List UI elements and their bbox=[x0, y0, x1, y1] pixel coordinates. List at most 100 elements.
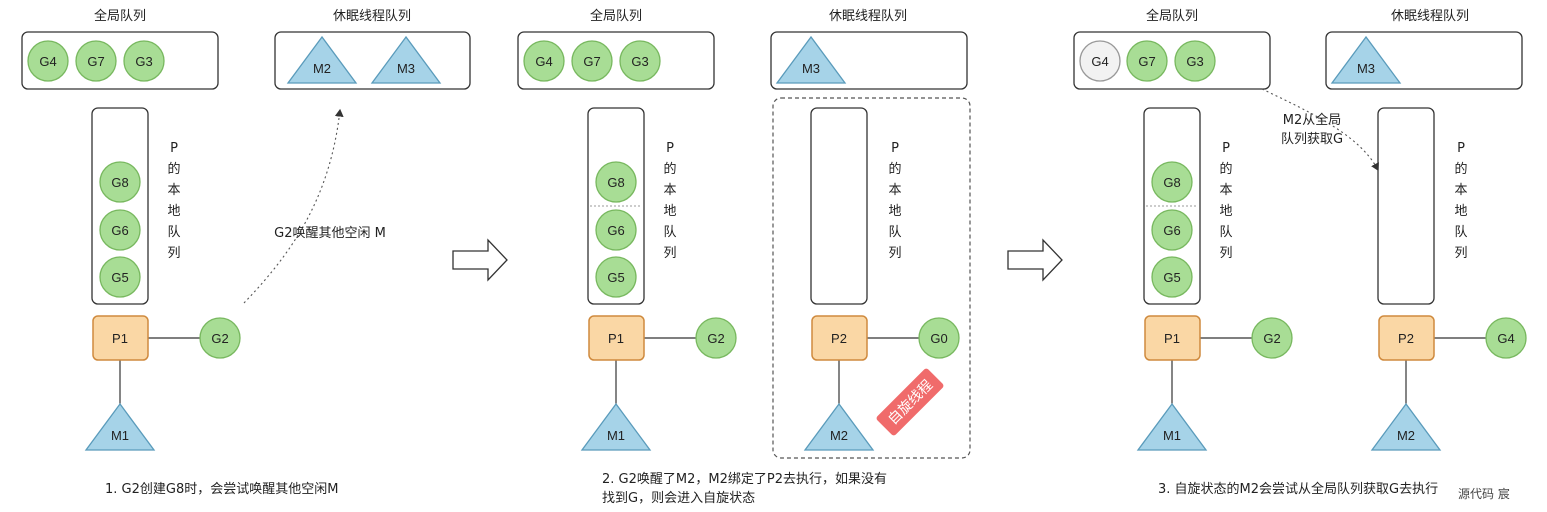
watermark: 源代码 宸 bbox=[1458, 486, 1510, 501]
goroutine-label: G0 bbox=[930, 331, 947, 346]
vertical-char: 队 bbox=[663, 225, 676, 240]
machine-label: M1 bbox=[607, 428, 625, 443]
panel-2: 全局队列 G4 G7 G3 休眠线程队列 M3 G8 G6 G5 P 的 本 地… bbox=[517, 8, 971, 506]
panel-3: 全局队列 G4 G7 G3 休眠线程队列 M3 G8 G6 G5 P 的 本 地… bbox=[1073, 8, 1527, 497]
wake-arrow bbox=[243, 108, 344, 304]
goroutine-label: G6 bbox=[607, 223, 624, 238]
vertical-char: 地 bbox=[888, 204, 901, 219]
vertical-char: P bbox=[170, 141, 178, 156]
goroutine-label: G4 bbox=[535, 54, 552, 69]
goroutine bbox=[571, 40, 613, 82]
p-local-queue-label: P 的 本 地 队 列 bbox=[1454, 141, 1467, 261]
p-local-queue-label: P 的 本 地 队 列 bbox=[663, 141, 676, 261]
vertical-char: P bbox=[1222, 141, 1230, 156]
p-local-queue-label: P 的 本 地 队 列 bbox=[888, 141, 901, 261]
goroutine bbox=[595, 256, 637, 298]
vertical-char: 本 bbox=[1454, 183, 1467, 198]
vertical-char: 队 bbox=[1454, 225, 1467, 240]
vertical-char: 的 bbox=[888, 161, 901, 177]
goroutine-label: G6 bbox=[111, 223, 128, 238]
machine-thread bbox=[1330, 35, 1402, 84]
processor-label: P1 bbox=[1164, 331, 1180, 346]
processor bbox=[811, 315, 868, 361]
sleep-queue-title: 休眠线程队列 bbox=[1391, 9, 1469, 24]
p-local-queue-label: P 的 本 地 队 列 bbox=[167, 141, 180, 261]
goroutine-label: G4 bbox=[1091, 54, 1108, 69]
vertical-char: 地 bbox=[1219, 204, 1232, 219]
sleep-queue-title: 休眠线程队列 bbox=[333, 9, 411, 24]
goroutine bbox=[523, 40, 565, 82]
goroutine-label: G8 bbox=[111, 175, 128, 190]
caption-1: 1. G2创建G8时，会尝试唤醒其他空闲M bbox=[105, 482, 338, 497]
spinning-stamp: 自旋线程 bbox=[876, 368, 944, 436]
vertical-char: P bbox=[1457, 141, 1465, 156]
processor bbox=[92, 315, 149, 361]
machine-thread bbox=[803, 402, 875, 451]
goroutine bbox=[1151, 161, 1193, 203]
vertical-char: 列 bbox=[167, 246, 180, 261]
machine-label: M1 bbox=[111, 428, 129, 443]
panel-1: 全局队列 G4 G7 G3 休眠线程队列 M2 M3 G8 G6 G5 P 的 … bbox=[21, 8, 471, 497]
goroutine-label: G3 bbox=[1186, 54, 1203, 69]
wake-arrow-label: G2唤醒其他空闲 M bbox=[274, 226, 386, 241]
vertical-char: 列 bbox=[1219, 246, 1232, 261]
goroutine-label: G7 bbox=[583, 54, 600, 69]
goroutine bbox=[99, 256, 141, 298]
goroutine-label: G5 bbox=[111, 270, 128, 285]
p-local-queue-label: P 的 本 地 队 列 bbox=[1219, 141, 1232, 261]
goroutine-label: G8 bbox=[1163, 175, 1180, 190]
machine-label: M2 bbox=[830, 428, 848, 443]
p-local-queue-box bbox=[91, 107, 149, 305]
machine-thread bbox=[775, 35, 847, 84]
processor-label: P2 bbox=[831, 331, 847, 346]
processor bbox=[1144, 315, 1201, 361]
taken-goroutine bbox=[1079, 40, 1121, 82]
machine-label: M3 bbox=[1357, 61, 1375, 76]
goroutine-label: G4 bbox=[1497, 331, 1514, 346]
goroutine bbox=[595, 161, 637, 203]
goroutine-label: G6 bbox=[1163, 223, 1180, 238]
sleep-queue-title: 休眠线程队列 bbox=[829, 9, 907, 24]
processor bbox=[1378, 315, 1435, 361]
goroutine bbox=[75, 40, 117, 82]
goroutine-label: G3 bbox=[135, 54, 152, 69]
vertical-char: P bbox=[891, 141, 899, 156]
machine-thread bbox=[370, 35, 442, 84]
vertical-char: 本 bbox=[888, 183, 901, 198]
goroutine bbox=[619, 40, 661, 82]
fetch-arrow-label-line1: M2从全局 bbox=[1283, 112, 1342, 128]
vertical-char: 列 bbox=[663, 246, 676, 261]
next-step-arrow bbox=[452, 238, 508, 282]
vertical-char: 的 bbox=[663, 161, 676, 177]
p-local-queue-box bbox=[810, 107, 868, 305]
processor-label: P1 bbox=[112, 331, 128, 346]
caption-3: 3. 自旋状态的M2会尝试从全局队列获取G去执行 bbox=[1158, 481, 1438, 497]
goroutine-label: G7 bbox=[87, 54, 104, 69]
goroutine-label: G2 bbox=[1263, 331, 1280, 346]
goroutine-label: G5 bbox=[1163, 270, 1180, 285]
vertical-char: 队 bbox=[167, 225, 180, 240]
machine-thread bbox=[84, 402, 156, 451]
goroutine bbox=[595, 209, 637, 251]
vertical-char: 列 bbox=[888, 246, 901, 261]
next-step-arrow bbox=[1007, 238, 1063, 282]
running-goroutine bbox=[199, 317, 241, 359]
goroutine bbox=[1174, 40, 1216, 82]
vertical-char: 本 bbox=[167, 183, 180, 198]
goroutine-label: G2 bbox=[707, 331, 724, 346]
goroutine bbox=[1126, 40, 1168, 82]
fetch-from-global-arrow bbox=[1261, 88, 1379, 171]
running-goroutine bbox=[1485, 317, 1527, 359]
spinning-thread-region bbox=[772, 97, 971, 459]
goroutine bbox=[99, 209, 141, 251]
global-queue-box bbox=[517, 31, 715, 90]
p-local-queue-box bbox=[1377, 107, 1435, 305]
machine-thread bbox=[1370, 402, 1442, 451]
goroutine bbox=[99, 161, 141, 203]
machine-thread bbox=[286, 35, 358, 84]
goroutine bbox=[123, 40, 165, 82]
global-queue-goroutines: G4 G7 G3 bbox=[27, 40, 165, 82]
goroutine bbox=[27, 40, 69, 82]
vertical-char: 本 bbox=[1219, 183, 1232, 198]
running-goroutine bbox=[918, 317, 960, 359]
